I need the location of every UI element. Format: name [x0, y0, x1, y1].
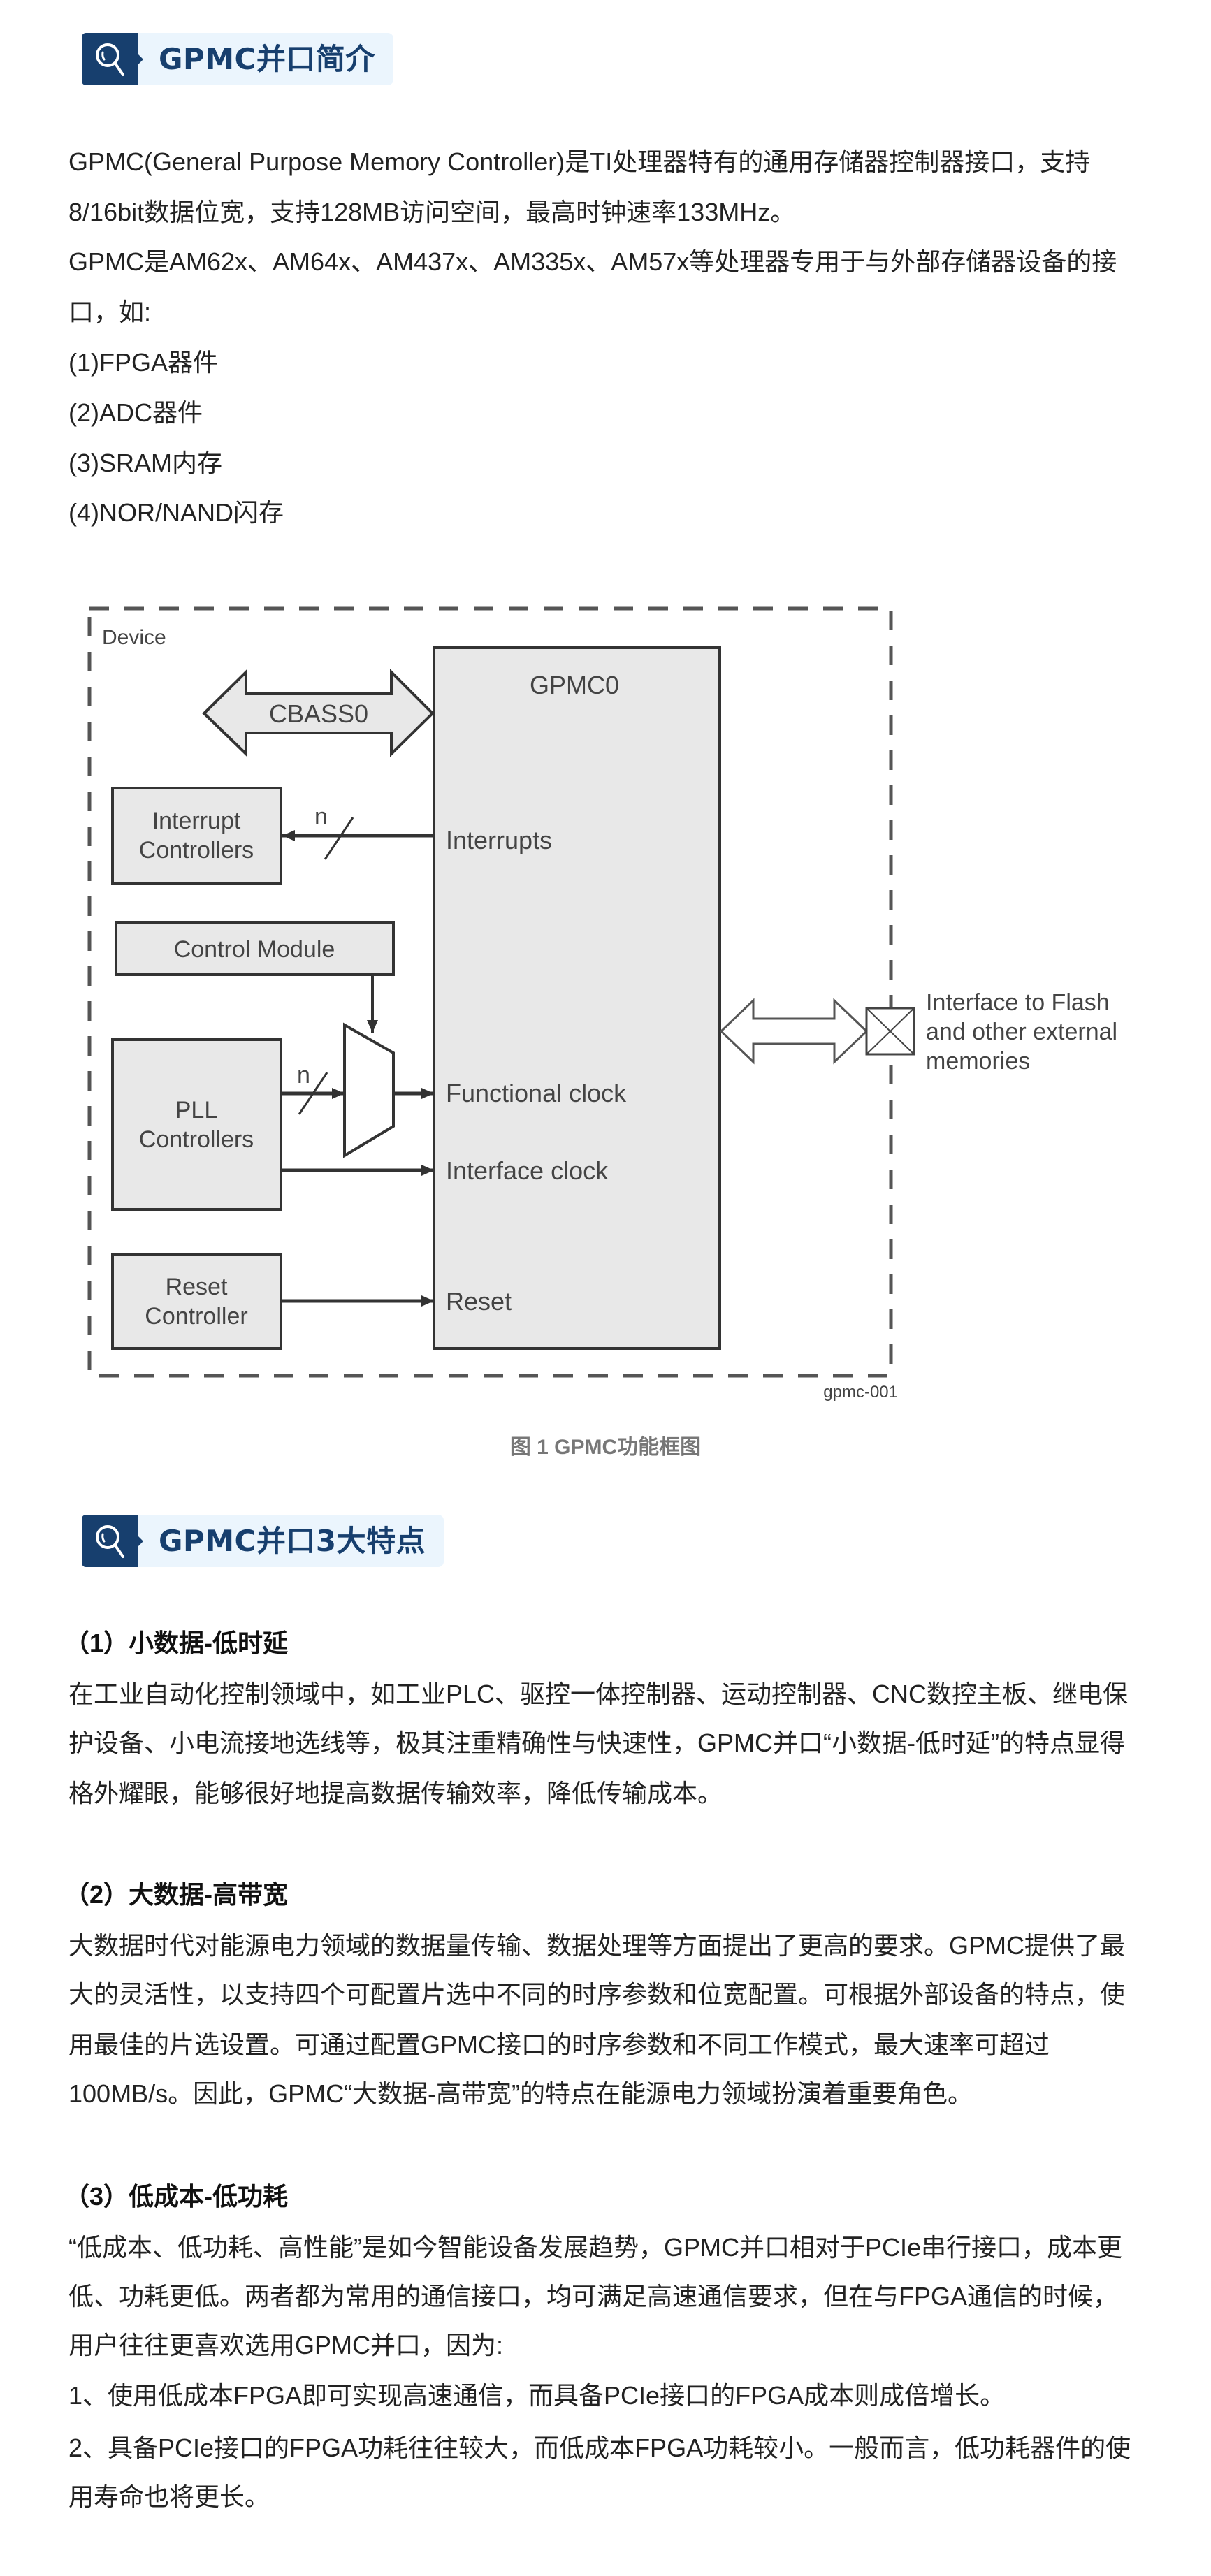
list-item: (1)FPGA器件 [68, 348, 219, 377]
gpmc0-label: GPMC0 [530, 671, 619, 699]
list-item: (2)ADC器件 [68, 398, 203, 427]
feature-text-line: 用最佳的片选设置。可通过配置GPMC接口的时序参数和不同工作模式，最大速率可超过 [68, 2030, 1050, 2059]
section-title: GPMC并口3大特点 [159, 1524, 426, 1558]
feature-text-line: 护设备、小电流接地选线等，极其注重精确性与快速性，GPMC并口“小数据-低时延”… [68, 1729, 1125, 1757]
feature-text-line: 格外耀眼，能够很好地提高数据传输效率，降低传输成本。 [68, 1779, 723, 1807]
reset-label: Reset [446, 1287, 512, 1316]
feature-heading: （1）小数据-低时延 [64, 1629, 289, 1657]
feature-text-line: “低成本、低功耗、高性能”是如今智能设备发展趋势，GPMC并口相对于PCIe串行… [68, 2233, 1123, 2262]
bus-width-slash [324, 817, 354, 860]
external-interface-label: Interface to Flash [926, 989, 1110, 1016]
section-title: GPMC并口简介 [159, 42, 375, 76]
device-boundary [87, 606, 893, 1378]
feature-text-line: 1、使用低成本FPGA即可实现高速通信，而具备PCIe接口的FPGA成本则成倍增… [68, 2381, 1006, 2410]
magnifier-icon [96, 43, 124, 76]
gpmc-block-diagram: Device GPMC0 CBASS0 Interrupt Controller… [87, 606, 1117, 1402]
feature-text-line: 2、具备PCIe接口的FPGA功耗往往较大，而低成本FPGA功耗较小。一般而言，… [68, 2433, 1131, 2462]
interrupt-controllers-label: Controllers [139, 837, 254, 864]
figure-caption: 图 1 GPMC功能框图 [509, 1436, 702, 1459]
feature-text-line: 大的灵活性，以支持四个可配置片选中不同的时序参数和位宽配置。可根据外部设备的特点… [68, 1980, 1126, 2009]
external-interface-label: memories [926, 1048, 1030, 1075]
feature-text-line: 100MB/s。因此，GPMC“大数据-高带宽”的特点在能源电力领域扮演着重要角… [68, 2079, 973, 2108]
header-icon-box [82, 1515, 143, 1567]
control-module-block [115, 921, 395, 976]
bus-width-label: n [297, 1062, 310, 1089]
feature-text-line: 大数据时代对能源电力领域的数据量传输、数据处理等方面提出了更高的要求。GPMC提… [68, 1931, 1126, 1960]
figure-id: gpmc-001 [823, 1383, 898, 1402]
bus-width-label: n [314, 803, 328, 830]
gpmc0-block [433, 646, 721, 1350]
external-interface-label: and other external [926, 1019, 1117, 1045]
pll-controllers-block [111, 1038, 282, 1211]
intro-paragraph-line: 口，如: [68, 298, 152, 326]
cbass0-label: CBASS0 [269, 699, 368, 728]
cbass0-bus-arrow [202, 669, 435, 757]
intro-paragraph-line: GPMC是AM62x、AM64x、AM437x、AM335x、AM57x等处理器… [68, 247, 1117, 276]
bus-width-slash [298, 1072, 328, 1115]
list-item: (3)SRAM内存 [68, 449, 223, 477]
feature-heading: （2）大数据-高带宽 [64, 1880, 289, 1909]
feature-text-line: 在工业自动化控制领域中，如工业PLC、驱控一体控制器、运动控制器、CNC数控主板… [68, 1680, 1129, 1708]
section-header-intro: GPMC并口简介 [82, 33, 393, 85]
clock-mux [343, 1022, 395, 1158]
functional-clock-label: Functional clock [446, 1079, 627, 1107]
pll-controllers-label: PLL [175, 1097, 218, 1123]
interrupts-label: Interrupts [446, 826, 552, 854]
pll-controllers-label: Controllers [139, 1126, 254, 1153]
intro-paragraph-line: 8/16bit数据位宽，支持128MB访问空间，最高时钟速率133MHz。 [68, 198, 796, 226]
device-label: Device [102, 626, 166, 649]
reset-controller-label: Controller [145, 1303, 247, 1330]
feature-text-line: 用户往往更喜欢选用GPMC并口，因为: [68, 2331, 504, 2359]
interrupt-controllers-block [111, 787, 282, 885]
header-icon-box [82, 33, 143, 85]
section-header-features: GPMC并口3大特点 [82, 1515, 444, 1567]
external-interface-arrow [719, 998, 869, 1065]
interface-clock-label: Interface clock [446, 1156, 609, 1185]
feature-heading: （3）低成本-低功耗 [64, 2182, 289, 2211]
reset-controller-block [111, 1253, 282, 1350]
list-item: (4)NOR/NAND闪存 [68, 498, 284, 527]
reset-controller-label: Reset [166, 1274, 228, 1300]
control-module-label: Control Module [174, 936, 335, 963]
feature-text-line: 用寿命也将更长。 [68, 2482, 270, 2511]
intro-paragraph-line: GPMC(General Purpose Memory Controller)是… [68, 147, 1091, 176]
magnifier-icon [96, 1525, 124, 1558]
feature-text-line: 低、功耗更低。两者都为常用的通信接口，均可满足高速通信要求，但在与FPGA通信的… [68, 2282, 1119, 2311]
io-pad-cross [866, 1007, 915, 1055]
interrupt-controllers-label: Interrupt [152, 808, 241, 834]
